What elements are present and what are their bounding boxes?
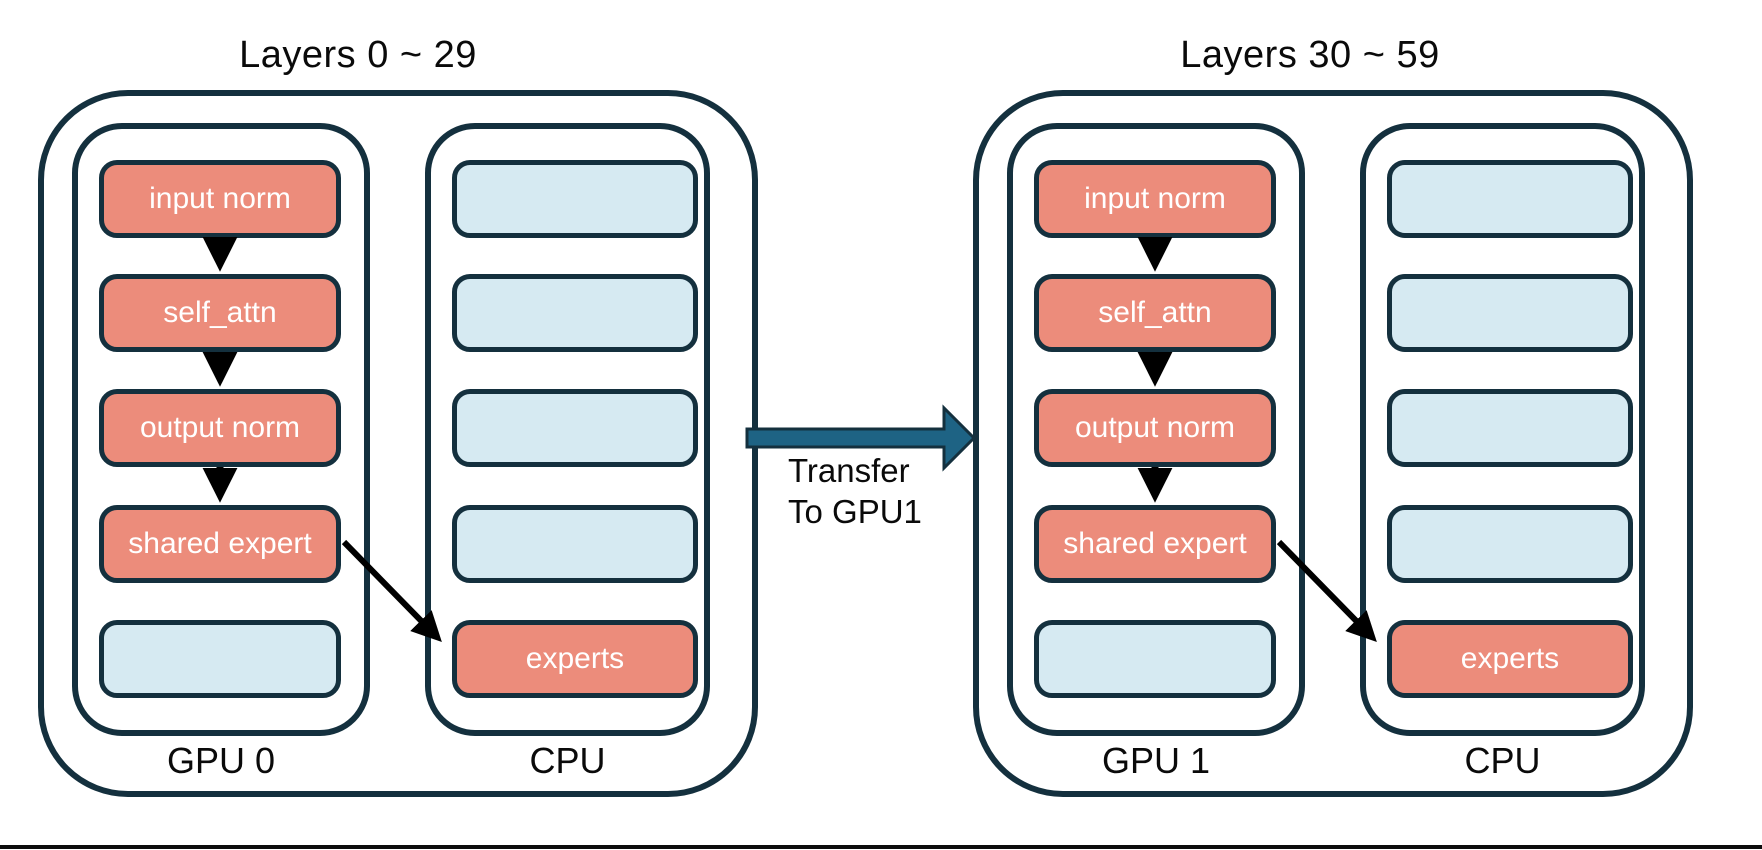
cpu-label-left: CPU <box>529 740 606 781</box>
transfer-label: Transfer To GPU1 <box>788 450 922 532</box>
cpu-box-experts: experts <box>452 620 698 698</box>
cpu-box-experts: experts <box>1387 620 1633 698</box>
transfer-label-line2: To GPU1 <box>788 493 922 530</box>
gpu-box-shared-expert: shared expert <box>99 505 341 583</box>
gpu-box-input-norm: input norm <box>1034 160 1276 238</box>
cpu-box-empty-3 <box>1387 389 1633 467</box>
gpu-box-self-attn: self_attn <box>99 274 341 352</box>
cpu-box-empty-4 <box>1387 505 1633 583</box>
cpu-box-empty-1 <box>1387 160 1633 238</box>
cpu-box-empty-2 <box>1387 274 1633 352</box>
gpu-box-input-norm: input norm <box>99 160 341 238</box>
transfer-label-line1: Transfer <box>788 452 910 489</box>
gpu1-label: GPU 1 <box>1101 740 1211 781</box>
cpu-label-right: CPU <box>1464 740 1541 781</box>
gpu-box-shared-expert: shared expert <box>1034 505 1276 583</box>
gpu-box-empty <box>1034 620 1276 698</box>
group-title-layers-30-59: Layers 30 ~ 59 <box>1180 34 1440 76</box>
bottom-edge-line <box>0 845 1762 849</box>
cpu-box-empty-1 <box>452 160 698 238</box>
cpu-box-empty-3 <box>452 389 698 467</box>
gpu-box-self-attn: self_attn <box>1034 274 1276 352</box>
gpu0-label: GPU 0 <box>166 740 276 781</box>
gpu-box-output-norm: output norm <box>1034 389 1276 467</box>
layer-group-1: input norm self_attn output norm shared … <box>973 90 1693 797</box>
gpu-box-empty <box>99 620 341 698</box>
cpu-box-empty-4 <box>452 505 698 583</box>
group-title-layers-0-29: Layers 0 ~ 29 <box>239 34 477 76</box>
gpu-box-output-norm: output norm <box>99 389 341 467</box>
cpu-box-empty-2 <box>452 274 698 352</box>
layer-group-0: input norm self_attn output norm shared … <box>38 90 758 797</box>
